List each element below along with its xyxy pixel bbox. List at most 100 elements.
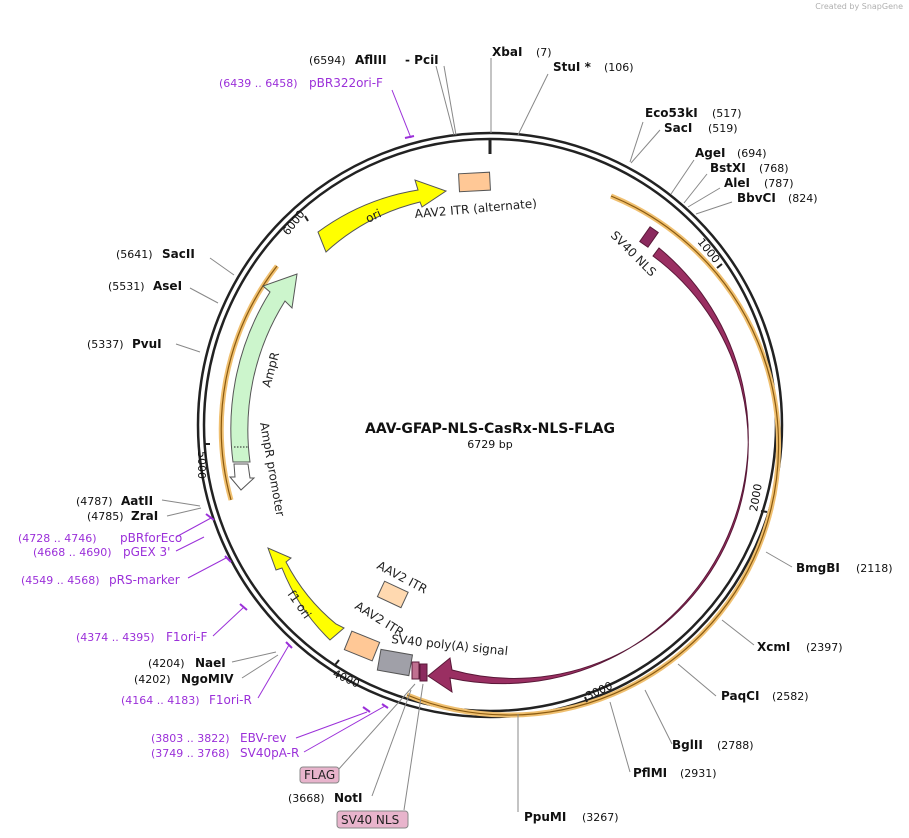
enzyme-sacii: SacII <box>162 247 195 261</box>
primer-mark-3 <box>239 603 248 611</box>
label-ampr: AmpR <box>259 351 282 389</box>
primer-ebv-rev: EBV-rev <box>240 731 286 745</box>
primer-ebv-rev-range: (3803 .. 3822) <box>151 732 230 745</box>
feature-sv40-nls-box <box>639 226 659 248</box>
primer-pbrforeco: pBRforEco <box>120 531 182 545</box>
enzyme-saci-pos: (519) <box>708 122 738 135</box>
tick-4000-mark <box>334 659 340 666</box>
enzyme-stui-pos: (106) <box>604 61 634 74</box>
plasmid-name: AAV-GFAP-NLS-CasRx-NLS-FLAG <box>365 421 615 437</box>
enzyme-aatii-pos: (4787) <box>76 495 113 508</box>
enzyme-afliii-pos: (6594) <box>309 54 346 67</box>
enzyme-leaders <box>161 58 793 812</box>
enzyme-naei-pos: (4204) <box>148 657 185 670</box>
flag-label: FLAG <box>304 768 335 782</box>
leader-sv40pa-r <box>303 705 386 753</box>
leader-pcii <box>443 65 457 136</box>
enzyme-zrai-pos: (4785) <box>87 510 124 523</box>
enzyme-pvui: PvuI <box>132 337 162 351</box>
enzyme-xbai: XbaI <box>492 45 522 59</box>
enzyme-zrai: ZraI <box>131 509 158 523</box>
leader-bbvci <box>695 201 733 215</box>
primer-prs-marker-range: (4549 .. 4568) <box>21 574 100 587</box>
leader-afliii <box>435 65 455 136</box>
tick-6000-mark <box>304 215 309 222</box>
enzyme-eco53ki: Eco53kI <box>645 106 698 120</box>
primer-f1ori-f: F1ori-F <box>166 630 207 644</box>
primer-pbr322ori-f-mark <box>404 135 415 139</box>
leader-bglii <box>644 689 673 745</box>
enzyme-naei: NaeI <box>195 656 226 670</box>
leader-pgex3 <box>175 536 205 552</box>
enzyme-pflmi: PflMI <box>633 766 667 780</box>
tick-6000: 6000 <box>280 208 307 238</box>
primer-sv40pa-r: SV40pA-R <box>240 746 299 760</box>
enzyme-alei: AleI <box>724 176 750 190</box>
primer-pgex3: pGEX 3' <box>123 545 170 559</box>
leader-paqci <box>677 663 717 697</box>
tick-2000-mark <box>760 510 768 513</box>
tick-4000: 4000 <box>331 667 362 691</box>
leader-zrai <box>166 507 202 517</box>
tick-5000: 5000 <box>195 451 208 479</box>
leader-alei <box>687 187 721 208</box>
leader-eco53ki <box>629 121 644 163</box>
enzyme-afliii: AflIII <box>355 53 387 67</box>
feature-ampr-arrow <box>230 273 298 463</box>
coverage-arc-right-core <box>406 195 780 716</box>
feature-ampr-promoter-arrow <box>228 463 256 491</box>
leader-f1ori-r <box>257 644 290 699</box>
feature-rfxcas13d-arrow <box>427 247 749 694</box>
label-ampr-promoter: AmpR promoter <box>257 421 287 517</box>
leader-bmgbi <box>765 551 793 568</box>
feature-aav2-itr-alt-box <box>458 171 491 193</box>
feature-ori-arrow <box>317 179 448 253</box>
primer-mark-2 <box>224 555 232 563</box>
enzyme-xcmi: XcmI <box>757 640 790 654</box>
leader-ebv-rev <box>295 711 368 739</box>
leader-f1ori-f <box>212 606 245 637</box>
enzyme-bstxi: BstXI <box>710 161 746 175</box>
primer-mark-4 <box>285 641 293 649</box>
tick-3000-mark <box>584 696 588 703</box>
primer-pbr322ori-f-range: (6439 .. 6458) <box>219 77 298 90</box>
tick-1000-mark <box>716 263 723 269</box>
plasmid-size: 6729 bp <box>467 438 512 451</box>
sv40-nls-label: SV40 NLS <box>341 813 399 827</box>
sv40-nls-label-box <box>336 810 409 829</box>
leader-asei <box>189 287 219 304</box>
leader-naei <box>231 651 277 663</box>
primer-f1ori-f-range: (4374 .. 4395) <box>76 631 155 644</box>
feature-nls-box-b <box>419 663 428 682</box>
enzyme-ngomiv-pos: (4202) <box>134 673 171 686</box>
enzyme-agei-pos: (694) <box>737 147 767 160</box>
enzyme-asei: AseI <box>153 279 182 293</box>
enzyme-xbai-pos: (7) <box>536 46 552 59</box>
leader-sacii <box>209 257 235 276</box>
enzyme-aatii: AatII <box>121 494 153 508</box>
label-ori: ori <box>363 206 383 225</box>
coverage-arc-right <box>406 193 782 718</box>
enzyme-bglii-pos: (2788) <box>717 739 754 752</box>
leader-flag <box>337 683 416 771</box>
enzyme-saci: SacI <box>664 121 692 135</box>
enzyme-alei-pos: (787) <box>764 177 794 190</box>
leader-sv40-nls <box>403 683 424 811</box>
primer-mark-5 <box>362 706 371 713</box>
flag-label-box <box>299 766 340 784</box>
enzyme-bmgbi-pos: (2118) <box>856 562 893 575</box>
primer-prs-marker: pRS-marker <box>109 573 180 587</box>
primer-mark-1 <box>205 513 215 521</box>
enzyme-pcii: - PciI <box>405 53 439 67</box>
leader-prs-marker <box>187 557 227 579</box>
feature-sv40-polya-box <box>376 648 414 677</box>
enzyme-ngomiv: NgoMIV <box>181 672 234 686</box>
enzyme-bstxi-pos: (768) <box>759 162 789 175</box>
primer-pbr322ori-f: pBR322ori-F <box>309 76 383 90</box>
primer-pgex3-range: (4668 .. 4690) <box>33 546 112 559</box>
primer-mark-6 <box>381 703 389 709</box>
enzyme-agei: AgeI <box>695 146 725 160</box>
enzyme-bglii: BglII <box>672 738 703 752</box>
feature-aav2-itr-box-1 <box>343 630 381 662</box>
